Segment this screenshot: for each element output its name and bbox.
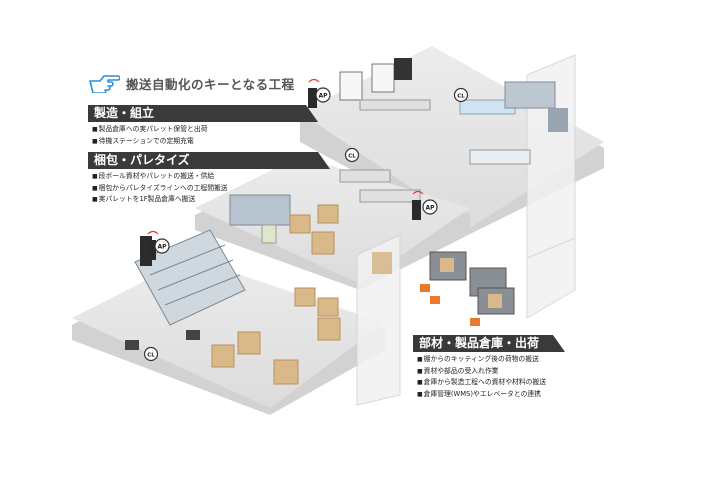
list-item: 実パレットを1F製品倉庫へ搬送 xyxy=(92,194,228,206)
diagram-header: 搬送自動化のキーとなる工程 xyxy=(88,70,295,96)
list-item: 梱包からパレタイズラインへの工程間搬送 xyxy=(92,183,228,195)
ground-pallets xyxy=(125,287,341,385)
floor-ground xyxy=(72,258,385,415)
cl-marker-top: CL xyxy=(453,87,469,103)
assembly-machines xyxy=(339,58,568,165)
list-item: 資材や部品の受入れ作業 xyxy=(417,366,546,378)
section-heading-packing: 梱包・パレタイズ xyxy=(88,152,330,169)
ap-marker-ground: AP xyxy=(147,230,170,260)
pointing-hand-icon xyxy=(89,75,120,93)
list-item: 待機ステーションでの定期充電 xyxy=(92,136,207,148)
diagram-title: 搬送自動化のキーとなる工程 xyxy=(126,76,295,92)
cl-label: CL xyxy=(457,93,465,99)
cl-label: CL xyxy=(348,153,356,159)
list-item: 段ボール資材やパレットの搬送・供給 xyxy=(92,171,228,183)
ap-label: AP xyxy=(318,93,328,100)
ap-marker-top: AP xyxy=(308,78,331,108)
list-item: 倉庫管理(WMS)やエレベータとの連携 xyxy=(417,389,546,401)
section-list-warehouse: 棚からのキッティング後の荷物の搬送 資材や部品の受入れ作業 倉庫から製造工程への… xyxy=(417,354,546,400)
ap-label: AP xyxy=(425,205,435,212)
section-heading-warehouse: 部材・製品倉庫・出荷 xyxy=(413,335,565,352)
cl-marker-middle: CL xyxy=(344,147,360,163)
section-list-packing: 段ボール資材やパレットの搬送・供給 梱包からパレタイズラインへの工程間搬送 実パ… xyxy=(92,171,228,206)
cl-marker-ground: CL xyxy=(143,346,159,362)
ap-label: AP xyxy=(157,244,167,251)
list-item: 棚からのキッティング後の荷物の搬送 xyxy=(417,354,546,366)
packing-line xyxy=(229,169,421,255)
cl-label: CL xyxy=(147,352,155,358)
section-list-assembly: 製品倉庫への実パレット保管と出荷 待機ステーションでの定期充電 xyxy=(92,124,208,148)
list-item: 倉庫から製造工程への資材や材料の搬送 xyxy=(417,377,546,389)
section-heading-assembly: 製造・組立 xyxy=(88,105,318,122)
list-item: 製品倉庫への実パレット保管と出荷 xyxy=(92,124,208,136)
ap-marker-middle: AP xyxy=(412,190,438,220)
delivery-carts xyxy=(420,251,515,326)
elevator-shaft-left xyxy=(356,234,401,406)
